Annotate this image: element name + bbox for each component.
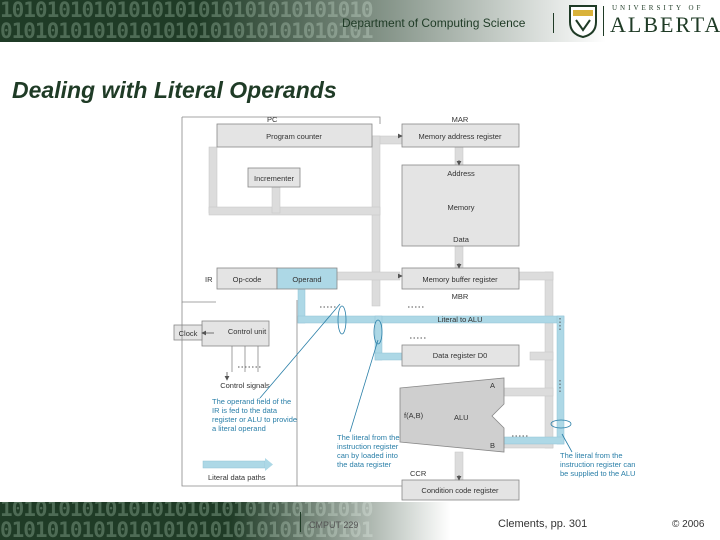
- incrementer-box: [247, 167, 301, 188]
- data-label: Data: [453, 235, 470, 244]
- svg-text:a literal operand: a literal operand: [212, 424, 266, 433]
- svg-text:register or ALU to provide: register or ALU to provide: [212, 415, 297, 424]
- literal-to-alu-label: Literal to ALU: [437, 315, 482, 324]
- operand-box: [276, 267, 338, 290]
- control-unit-label: Control unit: [228, 327, 267, 336]
- mar-label: MAR: [452, 115, 469, 124]
- mbr-right-stub: [518, 271, 554, 281]
- university-crest-icon: [569, 5, 597, 38]
- svg-text:can by loaded into: can by loaded into: [337, 451, 398, 460]
- pc-main-bus: [371, 135, 381, 307]
- pc-feedback-bus: [208, 146, 218, 214]
- pc-label: PC: [267, 115, 278, 124]
- ir-label: IR: [205, 275, 213, 284]
- alberta-wordmark: ALBERTA: [610, 12, 720, 37]
- svg-text:the data register: the data register: [337, 460, 392, 469]
- data-register-box: [401, 344, 520, 367]
- svg-text:The literal from the: The literal from the: [560, 451, 623, 460]
- literal-alu-note: The literal from the instruction registe…: [560, 451, 635, 478]
- opcode-label: Op-code: [233, 275, 262, 284]
- data-register-label: Data register D0: [433, 351, 488, 360]
- mbr-label: MBR: [452, 292, 469, 301]
- ccr-label: CCR: [410, 469, 427, 478]
- alu-shape: [399, 377, 505, 453]
- university-of-label: UNIVERSITY OF: [612, 4, 704, 12]
- incrementer-out-bus: [271, 186, 281, 214]
- course-code: CMPUT 229: [309, 520, 359, 530]
- ccr-box-label: Condition code register: [421, 486, 499, 495]
- svg-text:be supplied to the ALU: be supplied to the ALU: [560, 469, 635, 478]
- literal-path-legend-swatch: [202, 460, 266, 469]
- svg-text:instruction register: instruction register: [337, 442, 399, 451]
- literal-d0-stub: [374, 352, 403, 361]
- literal-to-b-path: [502, 436, 565, 445]
- mar-box-label: Memory address register: [419, 132, 502, 141]
- address-label: Address: [447, 169, 475, 178]
- operand-field-note: The operand field of the IR is fed to th…: [212, 397, 297, 433]
- incrementer-label: Incrementer: [254, 174, 295, 183]
- slide-title: Dealing with Literal Operands: [12, 77, 337, 103]
- pc-outline: [182, 116, 381, 124]
- alu-label: ALU: [454, 413, 469, 422]
- department-name: Department of Computing Science: [342, 16, 526, 30]
- alu-a-input: [503, 387, 554, 397]
- copyright-text: © 2006: [672, 519, 705, 530]
- fab-label: f(A,B): [404, 411, 424, 420]
- literal-loaded-note: The literal from the instruction registe…: [337, 433, 400, 469]
- svg-text:The literal from the: The literal from the: [337, 433, 400, 442]
- d0-right-stub: [529, 351, 554, 361]
- program-counter-label: Program counter: [266, 132, 322, 141]
- clock-label: Clock: [179, 329, 198, 338]
- header-banner: 10101010101010101010101010101010 0101010…: [0, 0, 720, 42]
- program-counter-box: [216, 123, 373, 148]
- operand-label: Operand: [292, 275, 321, 284]
- mbr-box-label: Memory buffer register: [422, 275, 498, 284]
- footer-banner: 10101010101010101010101010101010 0101010…: [0, 502, 720, 540]
- alu-a-label: A: [490, 381, 495, 390]
- svg-text:IR is fed to the data: IR is fed to the data: [212, 406, 278, 415]
- svg-text:The operand field of the: The operand field of the: [212, 397, 291, 406]
- memory-box: [401, 164, 520, 247]
- literal-path-legend-label: Literal data paths: [208, 473, 266, 482]
- control-signals-label: Control signals: [220, 381, 270, 390]
- svg-text:instruction register can: instruction register can: [560, 460, 635, 469]
- alu-b-label: B: [490, 441, 495, 450]
- reference-text: Clements, pp. 301: [498, 518, 588, 530]
- memory-label: Memory: [447, 203, 474, 212]
- incrementer-bus: [208, 206, 381, 216]
